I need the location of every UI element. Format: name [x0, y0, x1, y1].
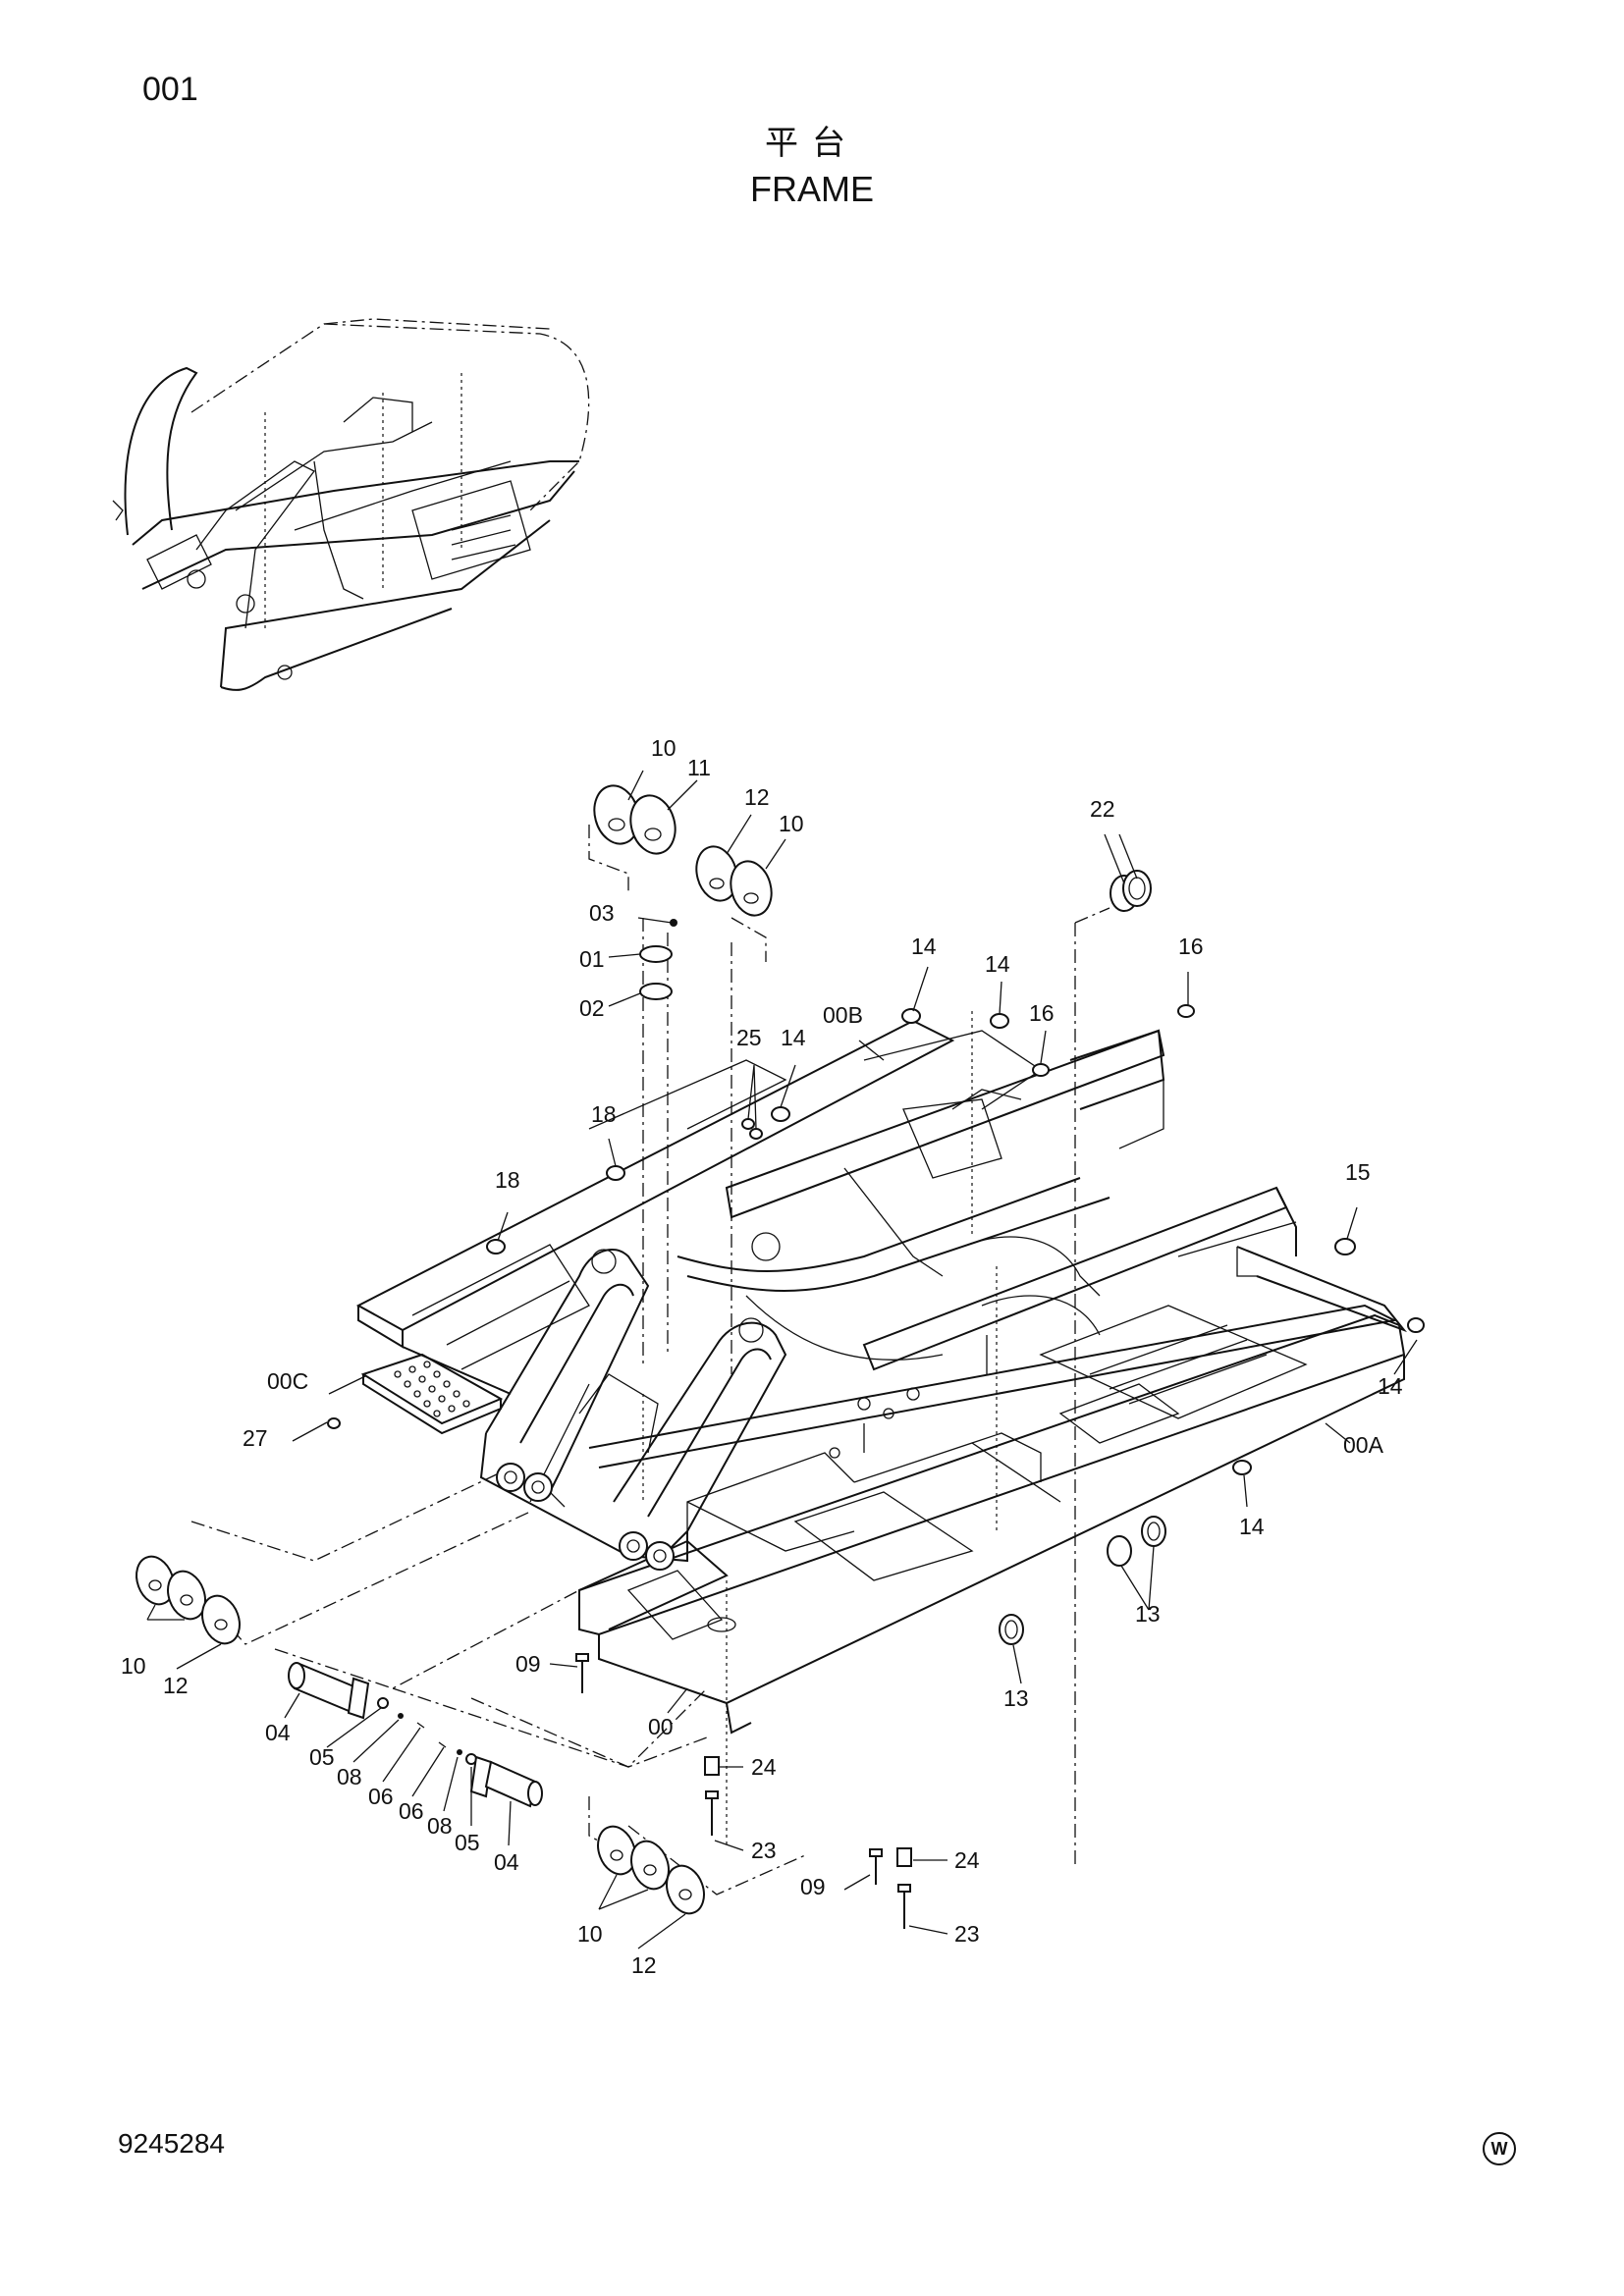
callout-10-d: 10 — [577, 1921, 603, 1947]
title-english: FRAME — [750, 169, 874, 209]
callout-10-a: 10 — [651, 735, 677, 761]
callout-24-b: 24 — [954, 1847, 980, 1873]
callout-08-a: 08 — [337, 1764, 362, 1789]
callout-14-c: 14 — [781, 1025, 806, 1050]
callout-12-c: 12 — [631, 1952, 657, 1978]
callout-12-a: 12 — [744, 784, 770, 810]
page-code: 001 — [142, 71, 198, 108]
callout-23-b: 23 — [954, 1921, 980, 1947]
callout-24-a: 24 — [751, 1754, 777, 1780]
callout-06-b: 06 — [399, 1798, 424, 1824]
main-frame-illustration — [135, 784, 1425, 1929]
callout-27: 27 — [243, 1425, 268, 1451]
callout-14-a: 14 — [911, 934, 937, 959]
callout-15: 15 — [1345, 1159, 1371, 1185]
callout-09-b: 09 — [800, 1874, 826, 1899]
callout-00B: 00B — [823, 1002, 863, 1028]
callout-10-b: 10 — [779, 811, 804, 836]
callout-25: 25 — [736, 1025, 762, 1050]
callout-02: 02 — [579, 995, 605, 1021]
callout-13-a: 13 — [1135, 1601, 1161, 1627]
callout-06-a: 06 — [368, 1784, 394, 1809]
callout-13-b: 13 — [1003, 1685, 1029, 1711]
callout-09-a: 09 — [515, 1651, 541, 1677]
leader-lines — [146, 770, 1418, 1949]
callout-00C: 00C — [267, 1368, 308, 1394]
callout-12-b: 12 — [163, 1673, 189, 1698]
callout-04-a: 04 — [265, 1720, 291, 1745]
callout-18-b: 18 — [495, 1167, 520, 1193]
callout-04-b: 04 — [494, 1849, 519, 1875]
callout-10-c: 10 — [121, 1653, 146, 1679]
callout-16-a: 16 — [1178, 934, 1204, 959]
brand-logo-icon: W — [1483, 2132, 1516, 2165]
document-number: 9245284 — [118, 2128, 226, 2159]
callout-23-a: 23 — [751, 1838, 777, 1863]
callout-14-d: 14 — [1378, 1373, 1403, 1399]
callout-00A: 00A — [1343, 1432, 1384, 1458]
callout-03: 03 — [589, 900, 615, 926]
callout-00: 00 — [648, 1714, 674, 1739]
title-chinese: 平台 — [765, 124, 859, 163]
callout-14-e: 14 — [1239, 1514, 1265, 1539]
callout-16-b: 16 — [1029, 1000, 1055, 1026]
callout-labels: 10 11 12 10 22 03 01 02 14 14 16 16 25 1… — [121, 735, 1403, 1978]
callout-22: 22 — [1090, 796, 1115, 822]
callout-18-a: 18 — [591, 1101, 617, 1127]
callout-11: 11 — [687, 755, 711, 780]
callout-05-b: 05 — [455, 1830, 480, 1855]
callout-14-b: 14 — [985, 951, 1010, 977]
callout-01: 01 — [579, 946, 605, 972]
callout-05-a: 05 — [309, 1744, 335, 1770]
callout-08-b: 08 — [427, 1813, 453, 1839]
overview-illustration — [112, 318, 590, 691]
